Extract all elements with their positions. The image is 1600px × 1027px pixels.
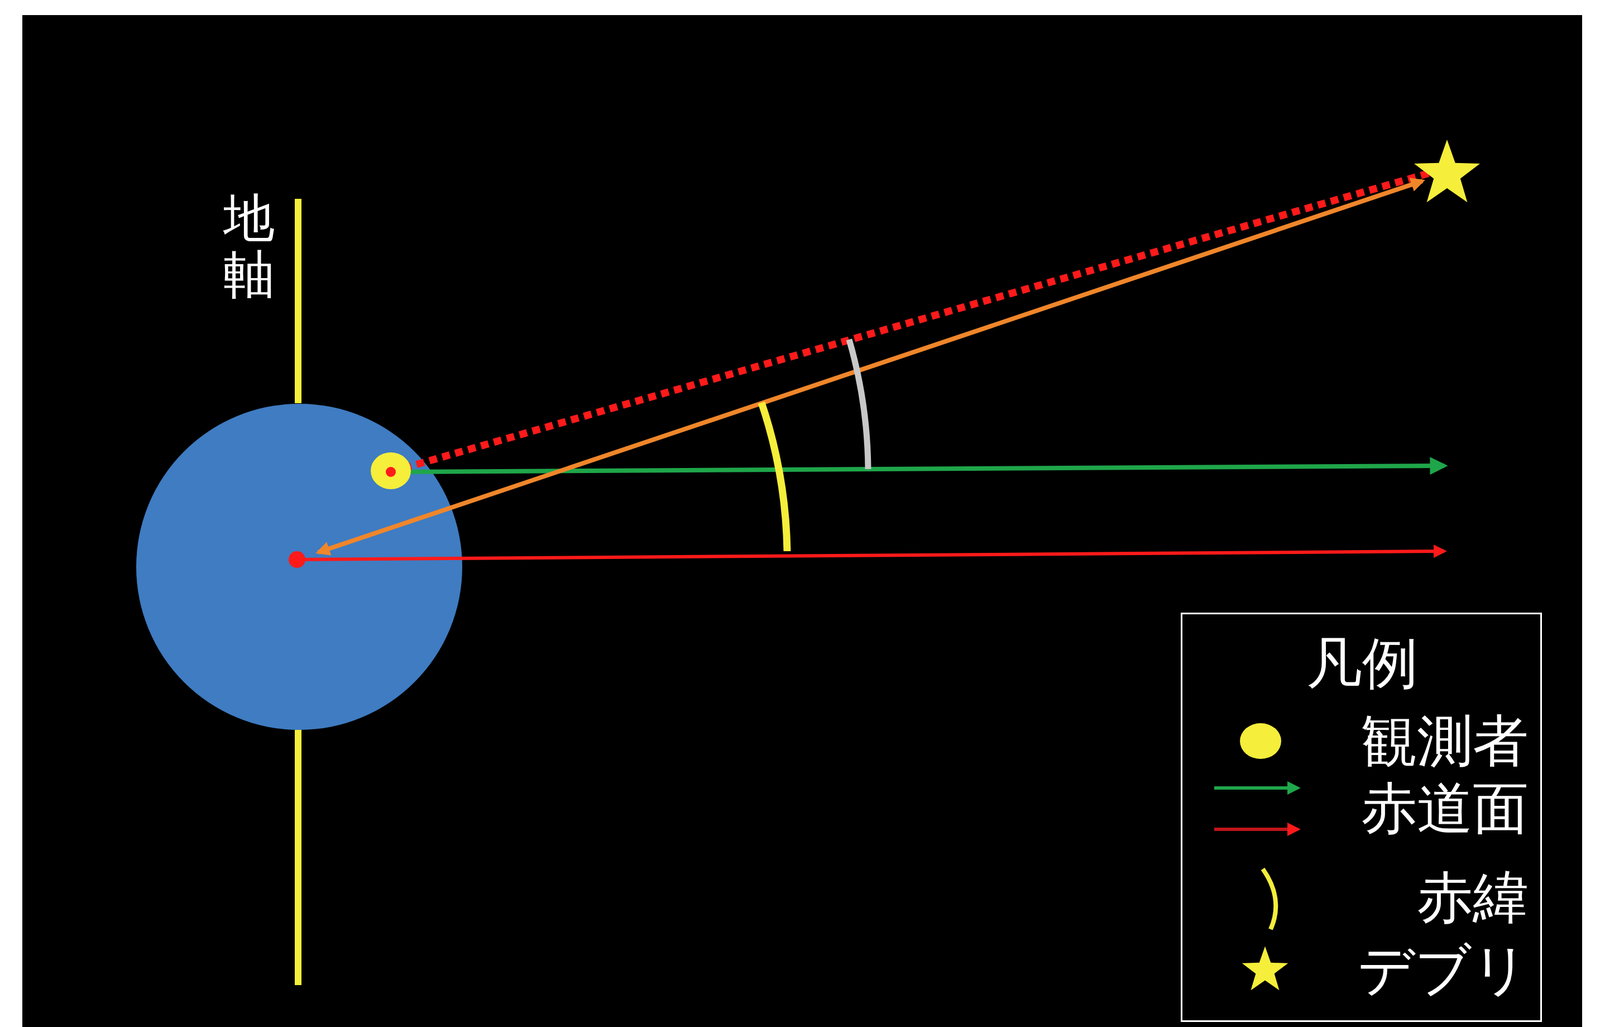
equator-plane-arrow [295,551,1445,560]
legend-text: 観測者 [1361,707,1529,775]
legend-red-arrow [1214,827,1298,831]
legend-text: 赤緯 [1416,864,1529,932]
geocentric-arrow [318,180,1423,553]
declination-arc [761,402,788,552]
legend-text: デブリ [1357,936,1529,1004]
earth-axis [294,729,302,985]
sight-line [390,173,1430,472]
earth-axis [294,198,302,404]
legend-arc-sample [1262,868,1276,929]
debris-star [1414,139,1480,203]
earth-center [288,551,306,568]
legend-text: 赤道面 [1361,774,1529,842]
topocentric-arc [849,339,869,469]
observer-dot [370,452,411,490]
legend-green-arrow [1214,786,1298,790]
legend-observer-sample [1239,722,1282,759]
observer-point [385,466,396,477]
axis-label: 地軸 [223,189,275,303]
legend-star-sample [1242,946,1289,991]
earth [136,403,463,730]
background [22,15,1583,1027]
legend-title: 凡例 [1306,629,1419,697]
observer-plane-arrow [390,465,1445,472]
